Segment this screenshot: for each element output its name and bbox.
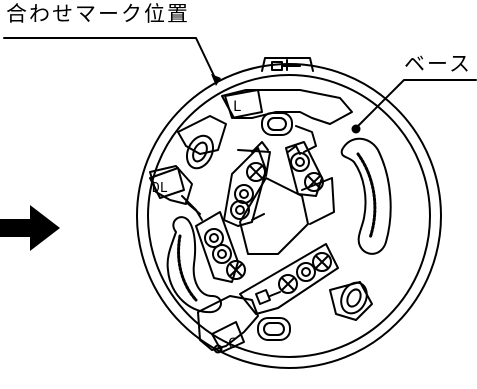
terminal-screws-left xyxy=(195,211,246,283)
terminal-mark-top: L xyxy=(233,99,241,115)
base-inner-contour xyxy=(149,89,373,351)
center-recess xyxy=(237,149,335,255)
insertion-arrow xyxy=(0,205,60,251)
mounting-slot-left xyxy=(166,216,222,314)
terminal-mark-left: DL xyxy=(152,181,168,196)
terminal-screws-top xyxy=(223,141,269,227)
oval-holes xyxy=(185,134,368,315)
outer-ring xyxy=(136,63,442,369)
top-terminal: L xyxy=(224,89,317,153)
bottom-terminal: C xyxy=(211,317,291,354)
base-leader xyxy=(351,79,477,134)
base-label: ベース xyxy=(404,52,472,76)
terminal-mark-bottom: C xyxy=(228,336,236,352)
terminal-screws-right xyxy=(285,141,324,197)
alignment-mark-label: 合わせマーク位置 xyxy=(6,2,190,26)
alignment-mark-leader xyxy=(3,37,221,86)
left-terminal: DL xyxy=(149,167,203,221)
terminal-screws-bottom xyxy=(239,243,339,315)
mounting-slot-right xyxy=(340,137,392,255)
alignment-mark-tab xyxy=(261,57,314,72)
